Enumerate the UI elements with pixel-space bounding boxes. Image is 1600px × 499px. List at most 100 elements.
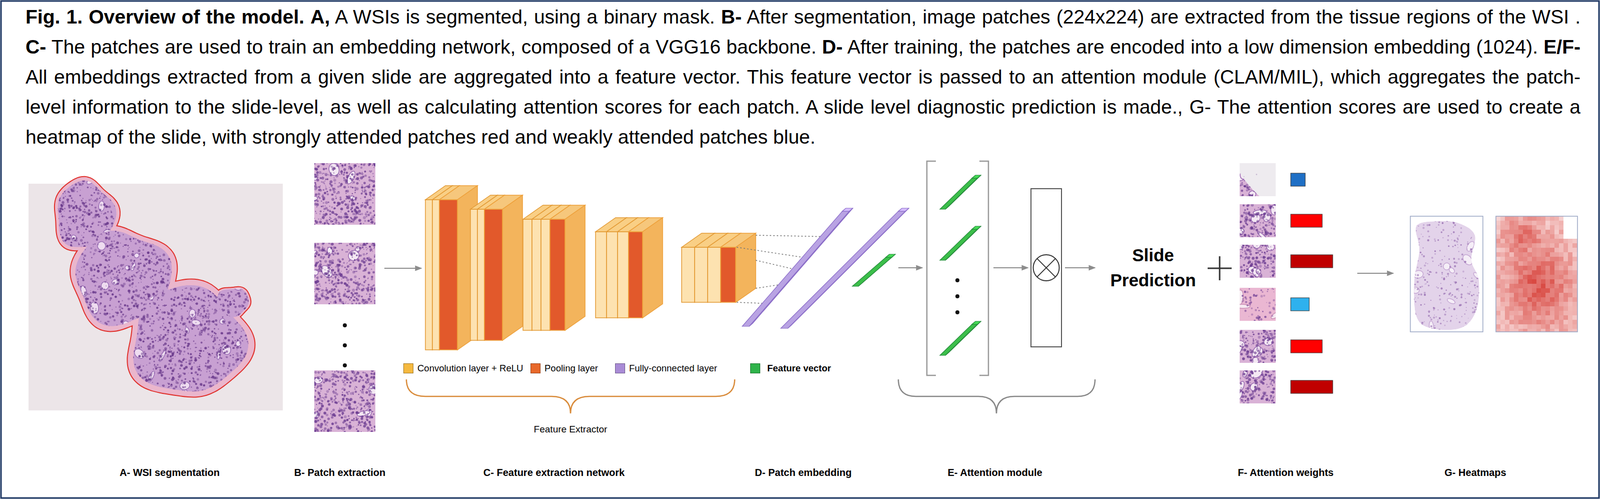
tissue-region-part-part	[161, 317, 165, 321]
tissue-region-part-part	[136, 233, 138, 235]
tissue-region-part-part	[161, 299, 163, 301]
tissue-region-part-part	[134, 294, 137, 297]
tissue-region-part-part	[73, 233, 76, 236]
tissue-region-part-part	[98, 277, 100, 279]
tissue-region-part-part	[135, 289, 138, 292]
tissue-region-part-part	[75, 300, 79, 303]
tissue-region-part-part	[161, 234, 164, 237]
tissue-region-part-part	[135, 391, 137, 393]
tissue-region-part-part	[94, 327, 97, 329]
tissue-region-part-part	[116, 311, 119, 315]
tissue-region-part-part	[70, 233, 72, 235]
tissue-region-part-part	[237, 365, 239, 367]
tissue-region-part-part	[75, 228, 79, 232]
tissue-region-part-part	[166, 390, 170, 394]
tissue-region-part-part	[109, 304, 112, 307]
tissue-region-part-part	[94, 324, 97, 326]
tissue-region-part-part	[87, 306, 90, 310]
tissue-region-part-part	[121, 328, 124, 331]
tissue-region-part-part	[157, 280, 159, 282]
tissue-region-part-part	[86, 211, 90, 215]
tissue-region-part-part	[116, 282, 120, 285]
tissue-region-part-part	[141, 229, 144, 232]
tissue-region-part-part	[111, 240, 113, 243]
tissue-region-part-part	[171, 254, 174, 257]
tissue-region-part-part	[116, 271, 118, 273]
tissue-region-part-part	[139, 274, 143, 277]
tissue-region-part-part	[67, 190, 70, 193]
tissue-region-part-part	[140, 252, 142, 254]
tissue-region-part-part	[69, 248, 72, 251]
tissue-region-part-part	[180, 322, 182, 324]
tissue-region-part-part	[63, 246, 65, 249]
tissue-region-part-part	[203, 339, 205, 341]
tissue-region-part-part	[97, 243, 100, 246]
tissue-region-part-part	[88, 272, 90, 274]
tissue-region-part-part	[60, 233, 62, 236]
tissue-region-part-part	[235, 352, 239, 355]
tissue-region-part-part	[119, 305, 121, 307]
tissue-region-part-part	[246, 355, 250, 359]
tissue-region-part-part	[104, 266, 107, 269]
tissue-region-part-part	[190, 313, 193, 316]
tissue-region-part-part	[234, 339, 237, 342]
tissue-region-part-part	[160, 374, 163, 377]
tissue-region-part-part	[189, 380, 192, 383]
tissue-region-part-part	[163, 304, 166, 307]
tissue-region-part-part	[182, 334, 184, 336]
tissue-region-part-part	[103, 203, 106, 206]
tissue-region-part-part	[154, 225, 157, 228]
tissue-region-part-part	[169, 246, 172, 250]
tissue-region-part-part	[75, 246, 78, 249]
tissue-region-part-part	[84, 227, 86, 229]
tissue-region-part-part	[123, 280, 127, 283]
tissue-region-part-part	[159, 395, 161, 397]
tissue-region-part-part	[179, 380, 191, 391]
tissue-region-part-part	[209, 381, 212, 383]
tissue-region-part-part	[98, 250, 101, 253]
tissue-region-part-part	[106, 245, 109, 248]
tissue-region-part-part	[115, 276, 119, 280]
tissue-region-part-part	[72, 279, 75, 282]
tissue-region-part-part	[148, 381, 150, 383]
tissue-region-part-part	[159, 338, 162, 341]
tissue-region-part-part	[86, 329, 88, 332]
tissue-region-part-part	[90, 290, 92, 292]
tissue-region-part-part	[127, 307, 131, 311]
tissue-region-part-part	[162, 225, 165, 228]
tissue-region-part-part	[111, 245, 114, 248]
tissue-region-part-part	[242, 288, 244, 290]
tissue-region-part-part	[56, 247, 60, 251]
tissue-region-part-part	[125, 329, 128, 332]
tissue-region-part-part	[90, 305, 93, 308]
tissue-region-part-part	[90, 277, 93, 281]
tissue-region-part-part	[83, 258, 86, 260]
tissue-region-part-part	[174, 385, 178, 389]
tissue-region-part-part	[111, 278, 120, 286]
tissue-region-part-part	[178, 375, 181, 378]
tissue-region-part-part	[73, 317, 76, 320]
tissue-region-part-part	[57, 229, 60, 232]
tissue-region-part-part	[65, 192, 67, 194]
tissue-region-part-part	[205, 320, 208, 323]
tissue-region-part-part	[78, 209, 82, 212]
tissue-region-part-part	[170, 259, 173, 263]
tissue-region-part-part	[173, 258, 176, 261]
tissue-region-part-part	[77, 278, 80, 280]
tissue-region-part-part	[80, 189, 82, 191]
tissue-region-part-part	[199, 364, 201, 366]
tissue-region-part-part	[221, 397, 223, 399]
tissue-region-part-part	[81, 298, 83, 300]
tissue-region-part-part	[212, 372, 214, 374]
tissue-region-part-part	[63, 177, 65, 179]
tissue-region-part-part	[81, 230, 84, 233]
tissue-region-part-part	[56, 192, 58, 195]
tissue-region-part-part	[138, 303, 142, 307]
tissue-region-part-part	[101, 308, 103, 310]
tissue-region-part-part	[71, 197, 73, 199]
tissue-region-part-part	[55, 209, 57, 211]
tissue-region-part-part	[120, 326, 122, 328]
tissue-region-part-part	[131, 282, 134, 286]
tissue-region-part-part	[71, 239, 75, 243]
tissue-region-part-part	[129, 347, 132, 349]
